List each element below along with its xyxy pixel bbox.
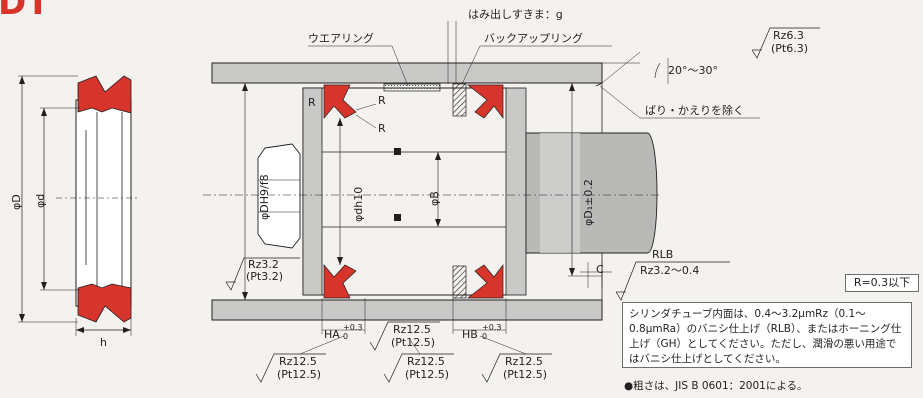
label-wear-ring: ウエアリング bbox=[308, 31, 374, 45]
roughness-right-value: Rz3.2～0.4 bbox=[640, 264, 699, 277]
dim-phi-D1 bbox=[568, 83, 602, 277]
piston-seal-top-right bbox=[466, 84, 504, 120]
label-h: h bbox=[100, 336, 107, 349]
label-backup-ring: バックアップリング bbox=[484, 31, 583, 45]
roughness-right bbox=[615, 261, 730, 301]
wear-ring bbox=[383, 83, 441, 92]
roughness-bottom-center bbox=[369, 321, 440, 351]
backup-ring-top bbox=[452, 83, 467, 117]
roughness-bottom-mid bbox=[383, 353, 454, 383]
roughness-bottom-center-pt: (Pt12.5) bbox=[391, 336, 435, 349]
piston-nut bbox=[257, 143, 301, 249]
label-c: C bbox=[596, 263, 604, 276]
roughness-left-rz: Rz3.2 bbox=[248, 258, 279, 271]
roughness-top-right bbox=[751, 27, 820, 59]
roughness-left bbox=[225, 257, 300, 291]
label-phi-D1: φD₁±0.2 bbox=[582, 179, 595, 226]
seal-top-lip bbox=[77, 75, 132, 114]
label-extrusion-gap: はみ出しすきま：g bbox=[468, 7, 563, 21]
brand-heading: DT bbox=[0, 0, 50, 23]
piston-seal-top-left bbox=[323, 84, 357, 119]
label-ha-zero: 0 bbox=[343, 332, 348, 341]
label-r-2: R bbox=[378, 94, 386, 107]
dim-phi-B bbox=[435, 152, 441, 227]
roughness-bottom-mid-pt: (Pt12.5) bbox=[405, 368, 449, 381]
label-phi-DH: φDH9/f8 bbox=[258, 174, 271, 220]
seal-bottom-lip bbox=[77, 283, 132, 323]
roughness-bottom-right-pt: (Pt12.5) bbox=[503, 368, 547, 381]
label-hb: HB bbox=[462, 328, 478, 341]
seal-section-view bbox=[56, 75, 140, 323]
label-ha: HA bbox=[324, 328, 340, 341]
roughness-bottom-center-rz: Rz12.5 bbox=[393, 323, 431, 336]
piston-seal-bottom-left bbox=[323, 264, 357, 299]
roughness-bottom-right-rz: Rz12.5 bbox=[505, 355, 543, 368]
roughness-left-pt: (Pt3.2) bbox=[246, 270, 283, 283]
roughness-top-right-pt: (Pt6.3) bbox=[771, 42, 808, 55]
label-phi-dh: φdh10 bbox=[352, 187, 365, 222]
piston-seal-bottom-right bbox=[466, 263, 504, 299]
label-rlb: RLB bbox=[652, 248, 673, 261]
roughness-bottom-left-rz: Rz12.5 bbox=[279, 355, 317, 368]
cylinder-tube-top bbox=[211, 62, 603, 84]
cylinder-assembly bbox=[203, 62, 660, 321]
label-phi-B: φB bbox=[428, 191, 441, 206]
roughness-standard-footnote: ●粗さは、JIS B 0601：2001による。 bbox=[624, 380, 808, 392]
label-hb-plus: +0.3 bbox=[482, 323, 501, 332]
cylinder-finish-note: シリンダチューブ内面は、0.4～3.2μmRz（0.1～0.8μmRa）のバニシ… bbox=[622, 302, 912, 368]
dim-phi-dh bbox=[337, 118, 343, 265]
cylinder-tube-bottom bbox=[211, 299, 603, 321]
roughness-bottom-left-pt: (Pt12.5) bbox=[277, 368, 321, 381]
label-phi-D: φD bbox=[10, 194, 23, 210]
roughness-top-right-rz: Rz6.3 bbox=[773, 29, 804, 42]
backup-ring-bottom bbox=[452, 265, 467, 299]
label-hb-zero: 0 bbox=[482, 332, 487, 341]
label-ha-plus: +0.3 bbox=[343, 323, 362, 332]
seal-dimensions bbox=[18, 75, 132, 336]
label-r-1: R bbox=[308, 96, 316, 109]
dim-phi-DH bbox=[242, 83, 248, 300]
label-r-3: R bbox=[378, 122, 386, 135]
label-phi-d: φd bbox=[34, 194, 47, 208]
label-deburr: ばり・かえりを除く bbox=[645, 103, 744, 117]
roughness-bottom-mid-rz: Rz12.5 bbox=[407, 355, 445, 368]
label-angle: 20°～30° bbox=[668, 64, 718, 77]
r-value-box: R=0.3以下 bbox=[845, 274, 919, 292]
